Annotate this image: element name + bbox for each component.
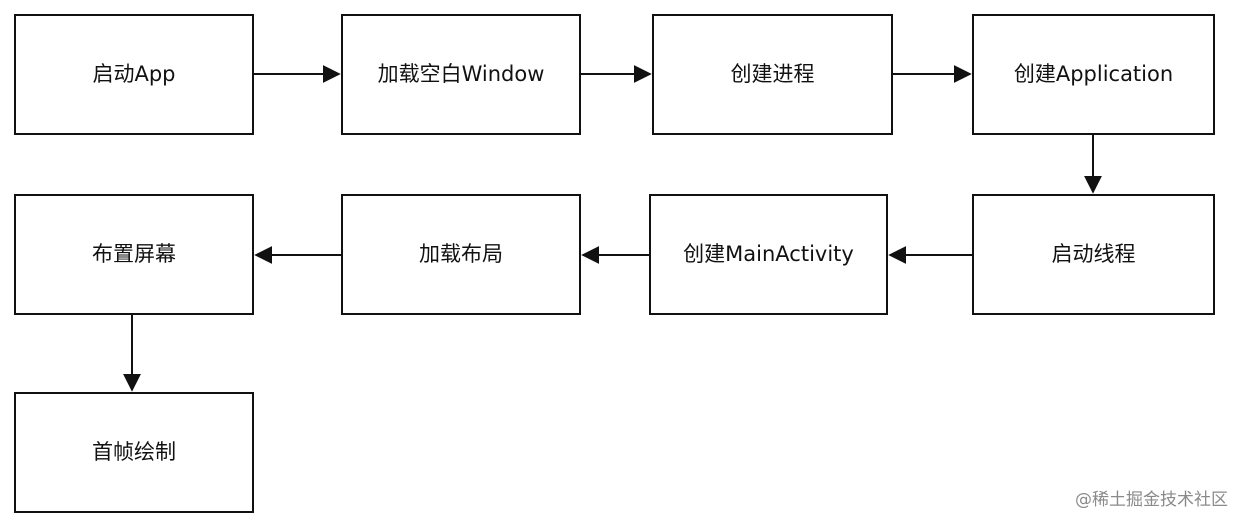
node-label: 创建进程 [730, 62, 815, 86]
node-first-frame-draw: 首帧绘制 [14, 392, 254, 513]
node-create-process: 创建进程 [652, 14, 893, 135]
node-arrange-screen: 布置屏幕 [14, 194, 254, 315]
node-create-mainactivity: 创建MainActivity [649, 194, 888, 315]
node-label: 首帧绘制 [92, 440, 176, 464]
node-label: 启动App [92, 62, 176, 86]
watermark-text: @稀土掘金技术社区 [1075, 490, 1228, 510]
node-start-thread: 启动线程 [972, 194, 1215, 315]
node-launch-app: 启动App [14, 14, 254, 135]
node-label: 创建Application [1013, 62, 1174, 86]
node-label: 加载布局 [419, 242, 503, 266]
node-create-application: 创建Application [972, 14, 1215, 135]
node-label: 启动线程 [1051, 242, 1136, 266]
node-label: 布置屏幕 [92, 242, 176, 266]
node-label: 加载空白Window [377, 62, 545, 86]
node-label: 创建MainActivity [683, 242, 854, 266]
node-load-layout: 加载布局 [341, 194, 581, 315]
node-load-blank-window: 加载空白Window [341, 14, 581, 135]
